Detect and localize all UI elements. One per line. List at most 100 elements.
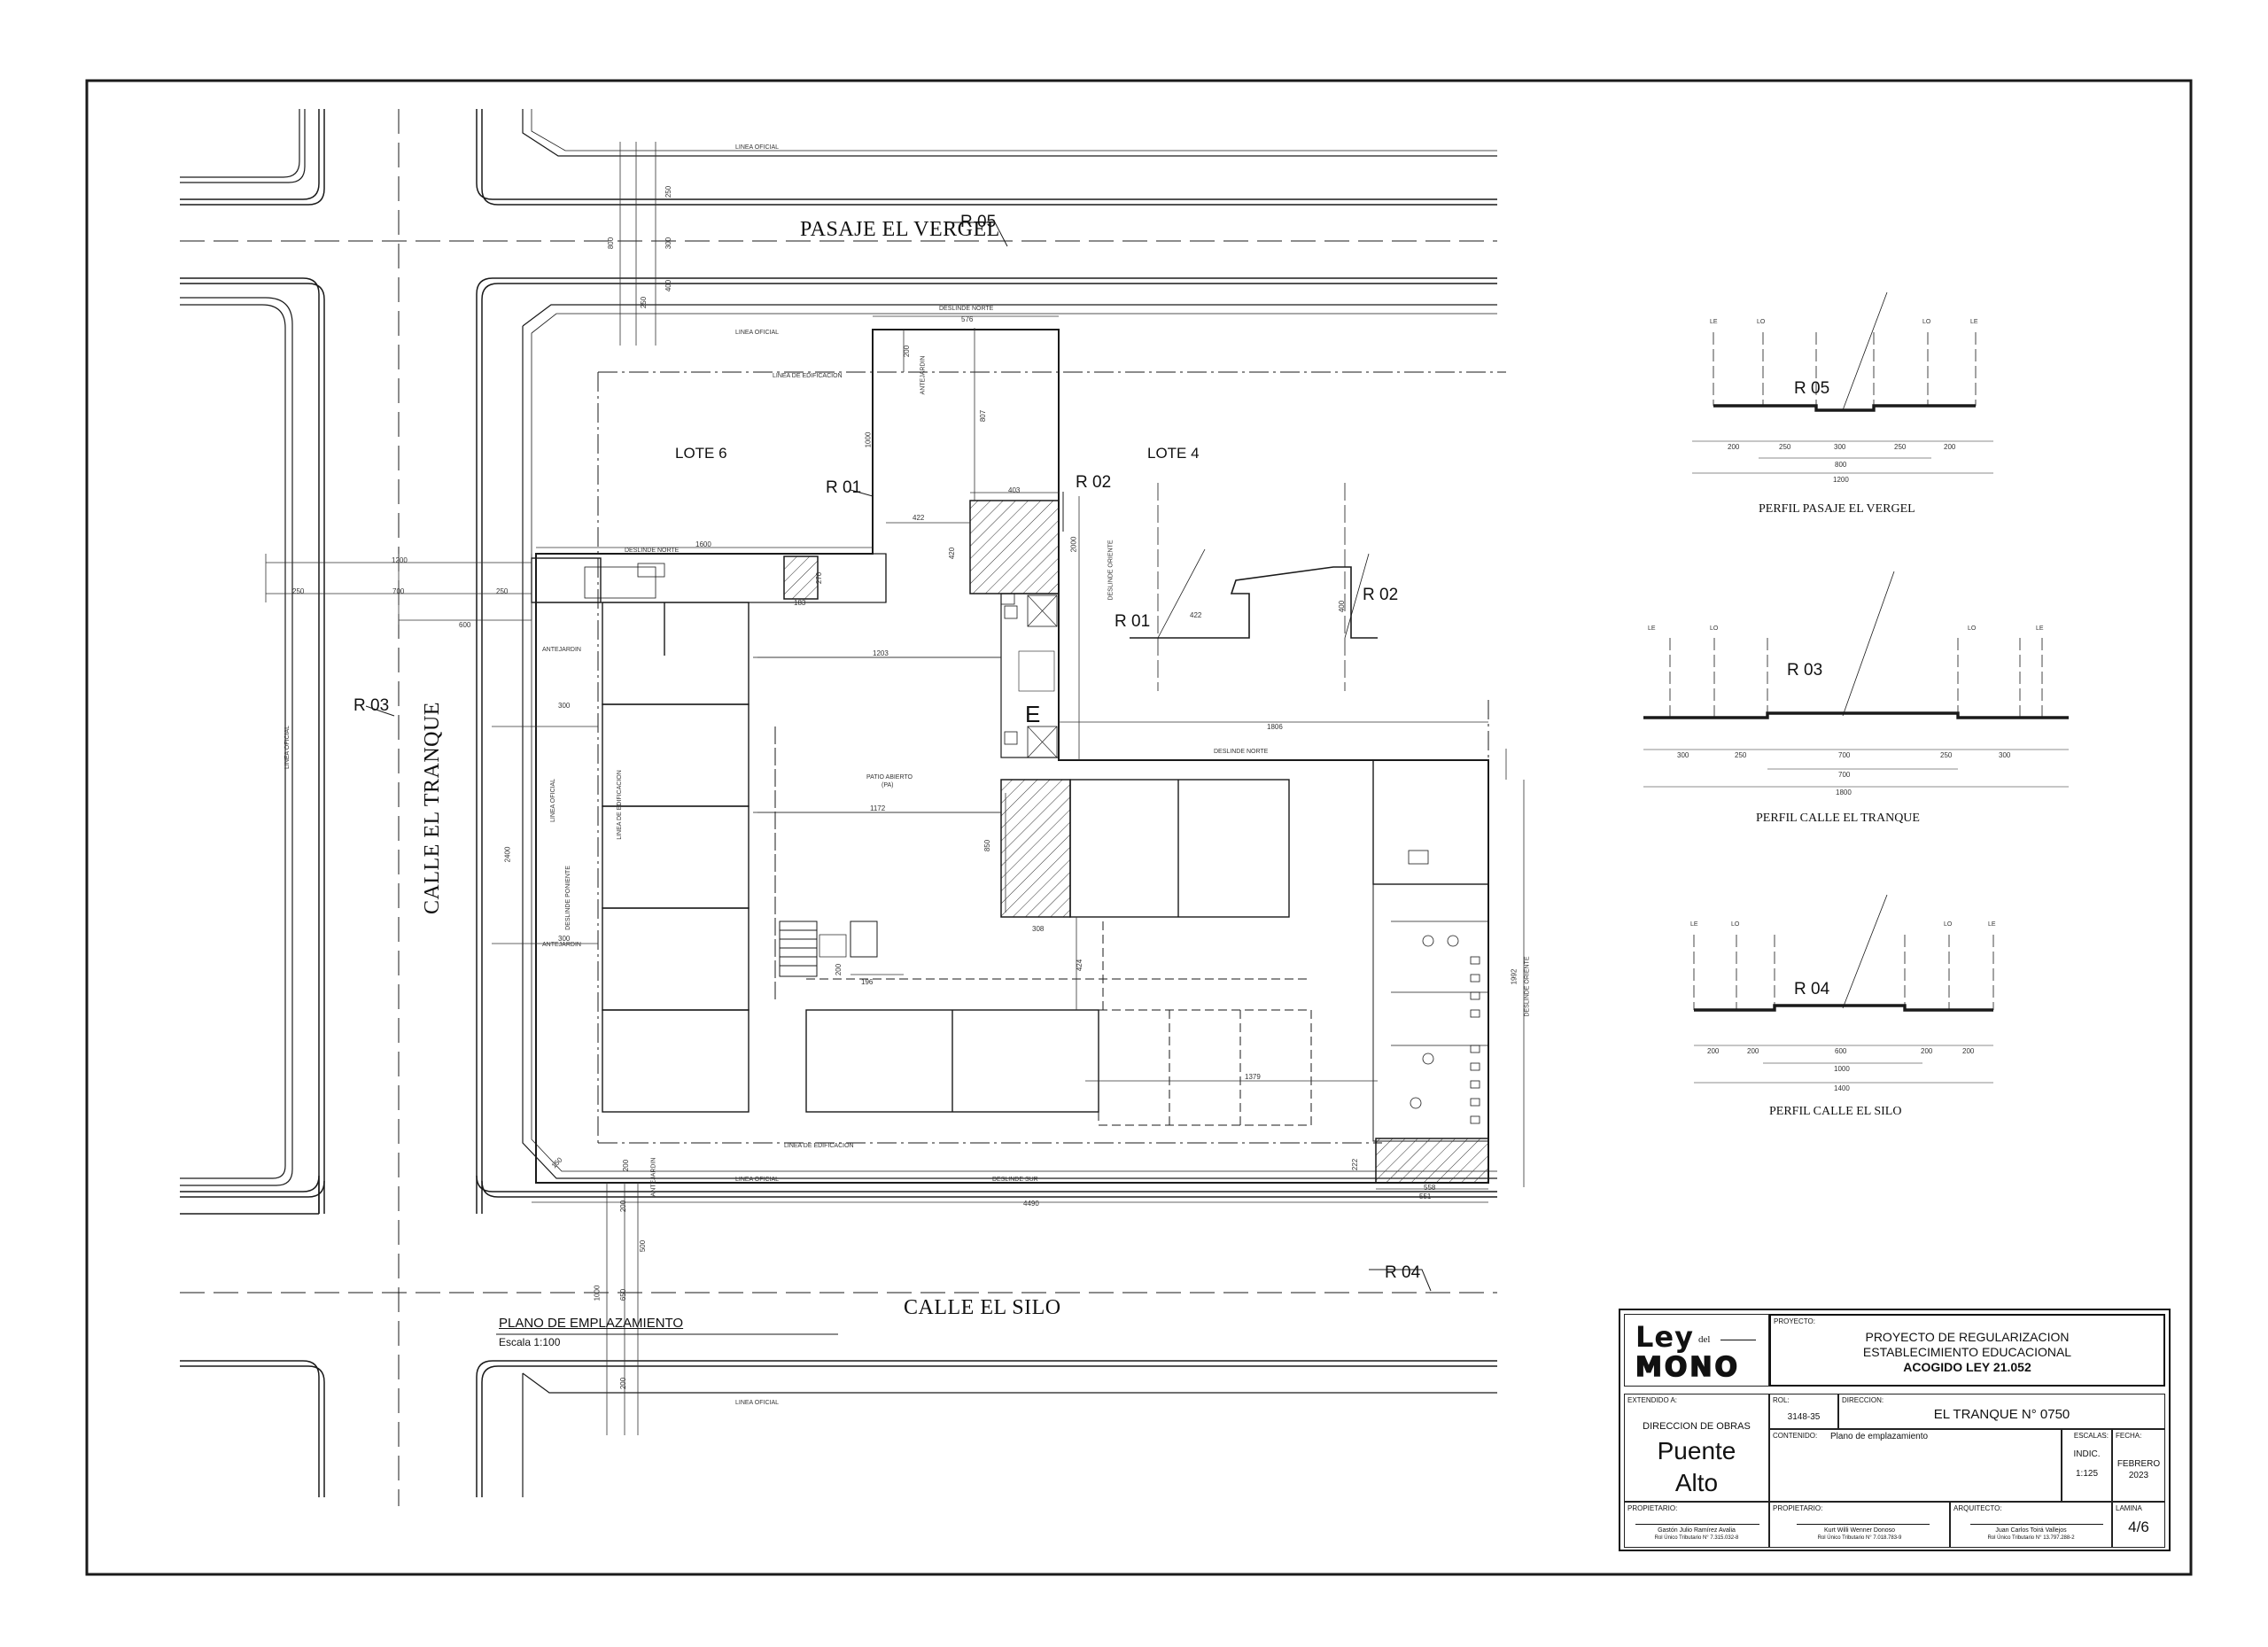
profile1-seg-2: 250 [1779, 443, 1791, 451]
label-deslinde-oriente-1: DESLINDE ORIENTE [1107, 540, 1115, 601]
marker-r03: R 03 [353, 696, 390, 715]
proyecto-line-3: ACOGIDO LEY 21.052 [1903, 1360, 2031, 1374]
label-linea-edificacion-2: LINEA DE EDIFICACION [784, 1143, 854, 1149]
dim-1000: 1000 [864, 431, 873, 448]
dim-300-top: 300 [664, 237, 673, 250]
proyecto-line-2: ESTABLECIMIENTO EDUCACIONAL [1862, 1345, 2072, 1359]
profile1-seg-4: 250 [1894, 443, 1907, 451]
dimension-lines [265, 142, 1525, 1435]
direccion-obras: DIRECCION DE OBRAS [1643, 1421, 1751, 1432]
dim-4490: 4490 [1023, 1200, 1039, 1208]
propietario2-rut: Rol Único Tributario N° 7.018.783-9 [1817, 1535, 1902, 1541]
stair-e-marker: E [1025, 701, 1041, 727]
arquitecto-rut: Rol Único Tributario N° 13.797.288-2 [1987, 1535, 2075, 1541]
propietario1-name: Gastón Julio Ramírez Avalia [1658, 1527, 1736, 1534]
dim-558: 558 [1424, 1184, 1436, 1192]
lot-label-6: LOTE 6 [675, 445, 727, 462]
dim-270: 270 [815, 571, 824, 585]
propietario1-caption: PROPIETARIO: [1627, 1504, 1678, 1512]
direccion-value: EL TRANQUE N° 0750 [1933, 1407, 2070, 1422]
propietario1-sign-line [1635, 1524, 1759, 1525]
profile1-top-le-1: LE [1710, 319, 1718, 325]
profile2-top-lo-2: LO [1968, 625, 1977, 632]
dim-1379: 1379 [1245, 1073, 1261, 1081]
direccion-cell: DIRECCION: EL TRANQUE N° 0750 [1838, 1394, 2165, 1429]
linea-edificacion [597, 371, 1506, 1169]
propietario2-cell: PROPIETARIO: Kurt Willi Wenner Donoso Ro… [1769, 1502, 1950, 1548]
profile1-marker: R 05 [1794, 379, 1830, 398]
arquitecto-sign-line [1970, 1524, 2103, 1525]
dim-422-detail: 422 [1190, 611, 1202, 619]
profile2-seg-4: 250 [1940, 751, 1953, 759]
dim-200-bottom: 200 [619, 1200, 628, 1213]
dim-200-stair: 200 [835, 963, 843, 976]
hatched-blocks [783, 500, 1489, 1184]
dim-424: 424 [1076, 959, 1084, 972]
dim-807: 807 [979, 409, 988, 423]
profile2-total: 1800 [1836, 789, 1852, 796]
dim-250-top: 250 [664, 185, 673, 198]
fecha-value-2: 2023 [2128, 1471, 2149, 1480]
street-label-silo: CALLE EL SILO [904, 1296, 1061, 1319]
profile2-inner-total: 700 [1838, 771, 1851, 779]
rol-value: 3148-35 [1787, 1412, 1821, 1422]
dim-250-right: 250 [496, 587, 509, 595]
escalas-value-1: INDIC. [2073, 1449, 2101, 1459]
marker-r01-detail: R 01 [1115, 612, 1151, 631]
logo-ley-text: Ley [1635, 1320, 1694, 1354]
label-deslinde-poniente: DESLINDE PONIENTE [564, 866, 571, 930]
label-patio-abierto: PATIO ABIERTO [866, 774, 913, 781]
profile2-seg-3: 700 [1838, 751, 1851, 759]
profile3-inner-total: 1000 [1834, 1065, 1850, 1073]
north-service-area [535, 553, 887, 603]
profile3-top-le-1: LE [1690, 921, 1698, 928]
profile-silo [1693, 894, 1994, 1084]
site-boundary [522, 109, 1497, 1497]
label-linea-edificacion-1: LINEA DE EDIFICACION [773, 373, 843, 379]
dim-183: 183 [794, 599, 806, 607]
profile1-title: PERFIL PASAJE EL VERGEL [1759, 502, 1915, 516]
street-label-pasaje: PASAJE EL VERGEL [800, 218, 1000, 241]
dim-700: 700 [392, 587, 405, 595]
fecha-cell: FECHA: FEBRERO 2023 [2112, 1429, 2165, 1502]
profile1-seg-3: 300 [1834, 443, 1846, 451]
southeast-block [805, 759, 1489, 1142]
profile1-top-lo-2: LO [1922, 319, 1931, 325]
profile1-seg-1: 200 [1728, 443, 1740, 451]
escalas-cell: ESCALAS: INDIC. 1:125 [2062, 1429, 2112, 1502]
west-wing-rooms [531, 557, 750, 1113]
label-linea-oficial-4: LINEA OFICIAL [735, 1400, 780, 1406]
profile3-seg-3: 600 [1835, 1047, 1847, 1055]
profile2-seg-2: 250 [1735, 751, 1747, 759]
profile2-top-le-1: LE [1648, 625, 1656, 632]
stair [779, 921, 878, 977]
profile3-top-le-2: LE [1988, 921, 1996, 928]
profile3-total: 1400 [1834, 1084, 1850, 1092]
arquitecto-name: Juan Carlos Toirá Vallejos [1995, 1527, 2067, 1534]
dim-200-bottom-2: 200 [619, 1377, 628, 1390]
proyecto-caption: PROYECTO: [1774, 1317, 1815, 1325]
marker-r05: R 05 [960, 213, 997, 231]
dim-2400: 2400 [503, 846, 512, 863]
label-antejardin: ANTEJARDIN [542, 647, 581, 653]
dim-400-detail: 400 [1338, 600, 1347, 613]
dim-850: 850 [983, 839, 992, 852]
profile3-seg-1: 200 [1707, 1047, 1720, 1055]
label-linea-oficial-2: LINEA OFICIAL [735, 330, 780, 336]
title-block: Ley del MONO PROYECTO: PROYECTO DE REGUL… [1619, 1309, 2171, 1551]
arquitecto-caption: ARQUITECTO: [1953, 1504, 2002, 1512]
dim-222: 222 [1351, 1158, 1360, 1171]
profile2-title: PERFIL CALLE EL TRANQUE [1756, 812, 1920, 825]
dim-1203: 1203 [873, 649, 889, 657]
escalas-caption: ESCALAS: [2073, 1432, 2109, 1440]
rol-cell: ROL: 3148-35 [1769, 1394, 1838, 1429]
label-patio-sub: (PA) [882, 782, 894, 789]
label-deslinde-oriente-2: DESLINDE ORIENTE [1524, 956, 1531, 1017]
contenido-cell: CONTENIDO: Plano de emplazamiento [1769, 1429, 2062, 1502]
label-deslinde-sur: DESLINDE SUR [992, 1177, 1038, 1183]
sheet-frame [85, 79, 2193, 1576]
dim-1600: 1600 [695, 540, 711, 548]
left-block-inner [180, 109, 306, 1186]
